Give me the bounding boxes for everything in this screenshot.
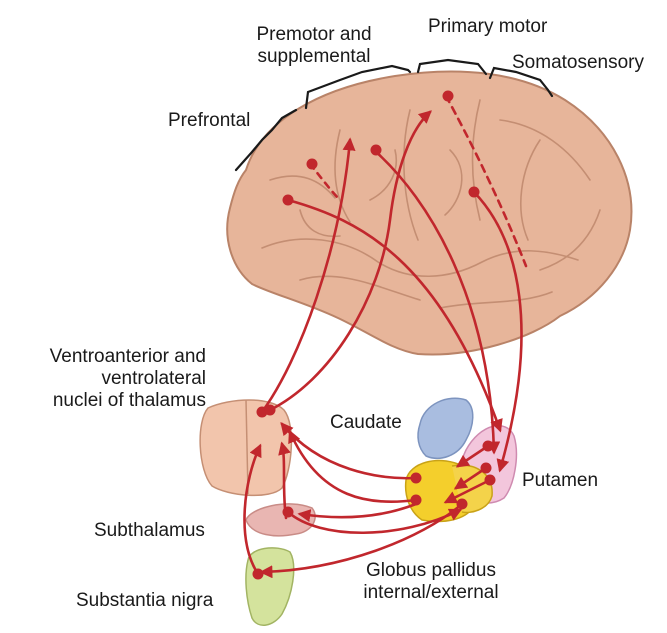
somatosensory-brace (488, 66, 554, 98)
putamen-to-gp-arrow-3 (443, 478, 492, 504)
putamen-to-gp-arrow-2 (453, 466, 488, 490)
premotor-supplemental-label: Premotor and supplemental (256, 24, 372, 67)
thalamus-to-primary-motor-pathway (268, 110, 432, 412)
pathway-origin-dots (252, 90, 496, 580)
globus-pallidus-label: Globus pallidus internal/external (363, 560, 499, 603)
thalamus-to-premotor-pathway (260, 137, 356, 414)
premotor-to-putamen-pathway (372, 148, 501, 455)
gp-to-thalamus-pathway-2 (288, 429, 418, 504)
prefrontal-label: Prefrontal (168, 110, 251, 131)
somatosensory-to-putamen-pathway (472, 190, 523, 473)
brain-cerebrum (226, 70, 633, 356)
gp-to-subthalamus-pathway (297, 502, 418, 522)
substantia-nigra-label: Substantia nigra (76, 590, 214, 611)
prefrontal-brace (234, 108, 298, 172)
gp-to-substantia-nigra-pathway (259, 502, 464, 579)
somatosensory-label: Somatosensory (512, 52, 645, 73)
neural-pathways (243, 94, 528, 579)
thalamus (199, 399, 293, 497)
thalamus-label: Ventroanterior and ventrolateral nuclei … (49, 346, 206, 411)
caudate-label: Caudate (330, 412, 402, 433)
primary-motor-brace (416, 58, 488, 76)
putamen-to-gp-arrow-1 (455, 444, 490, 468)
subthalamus-to-gp-pathway (286, 508, 463, 535)
primary-motor-descending-dashed (444, 94, 528, 268)
brain-gyri (261, 99, 601, 309)
caudate (417, 397, 474, 460)
globus-pallidus (404, 459, 493, 523)
brain-outline (226, 70, 633, 356)
subthalamus-label: Subthalamus (94, 520, 205, 541)
premotor-brace (304, 64, 412, 110)
prefrontal-to-putamen-pathway (286, 198, 503, 433)
substantia-nigra (245, 547, 295, 626)
putamen-label: Putamen (522, 470, 599, 491)
subthalamus (245, 503, 316, 537)
substantia-nigra-to-thalamus-pathway (243, 443, 262, 576)
primary-motor-label: Primary motor (428, 16, 548, 37)
cortex-region-braces (234, 58, 554, 172)
